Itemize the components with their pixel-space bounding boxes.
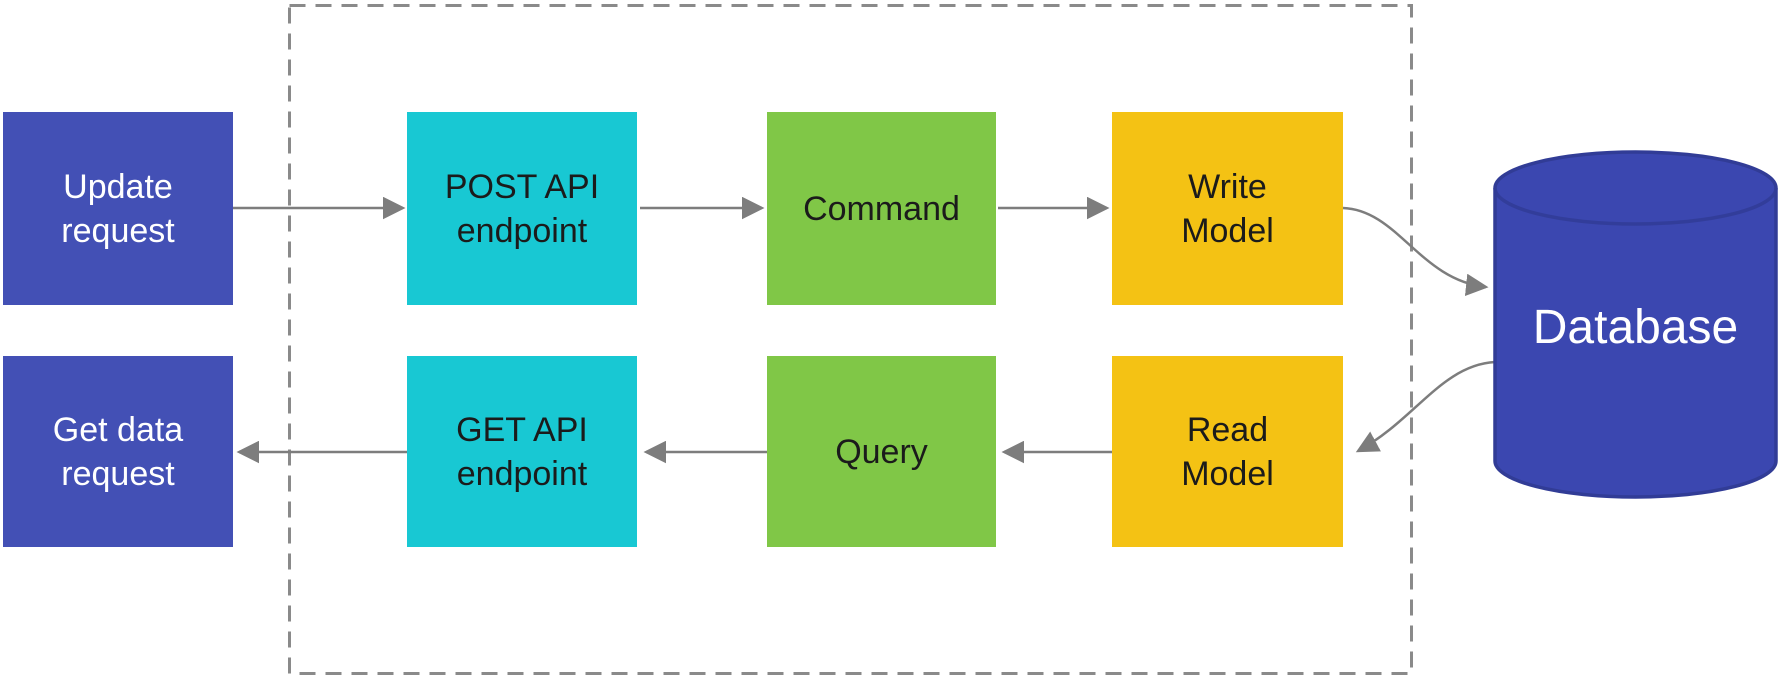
node-update-request: Update request	[3, 112, 233, 305]
node-get-api-endpoint-label: GET API endpoint	[456, 410, 588, 493]
node-query: Query	[767, 356, 996, 547]
node-read-model: Read Model	[1112, 356, 1343, 547]
node-post-api-endpoint-label: POST API endpoint	[444, 167, 600, 250]
node-post-api-endpoint: POST API endpoint	[407, 112, 637, 305]
node-write-model-label: Write Model	[1181, 167, 1274, 250]
node-database-label: Database	[1532, 301, 1739, 354]
arrow-database-to-read-model	[1355, 360, 1496, 453]
database-cylinder	[1493, 150, 1778, 499]
database-cylinder-body	[1493, 150, 1778, 499]
node-query-label: Query	[835, 432, 928, 471]
node-get-api-endpoint: GET API endpoint	[407, 356, 637, 547]
node-update-request-label: Update request	[61, 167, 175, 250]
node-get-data-request-label: Get data request	[52, 410, 184, 493]
node-command: Command	[767, 112, 996, 305]
arrow-write-model-to-database	[1342, 206, 1489, 297]
node-write-model: Write Model	[1112, 112, 1343, 305]
cqrs-boundary-box	[288, 4, 1413, 675]
node-read-model-label: Read Model	[1181, 410, 1274, 493]
database-cylinder-rim	[1493, 187, 1778, 226]
node-command-label: Command	[803, 189, 960, 228]
node-get-data-request: Get data request	[3, 356, 233, 547]
